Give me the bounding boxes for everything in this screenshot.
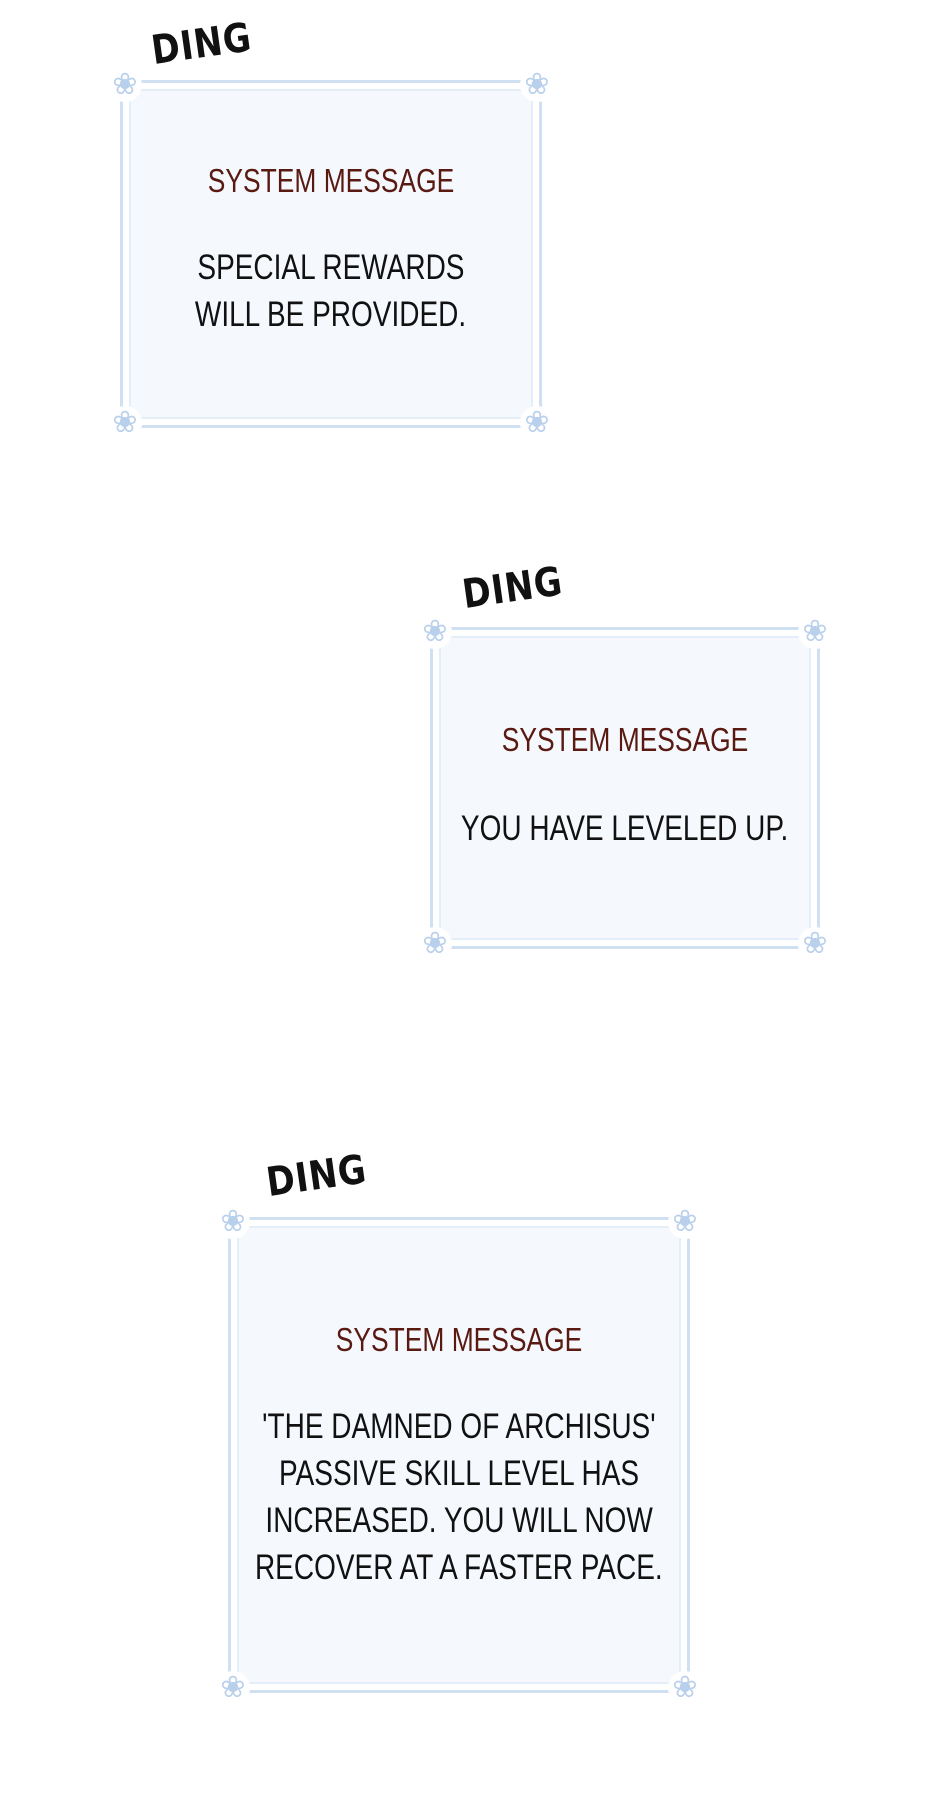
message-line: INCREASED. YOU WILL NOW [265, 1501, 653, 1540]
ornament-icon: ❀ [216, 1671, 250, 1705]
message-line: WILL BE PROVIDED. [195, 295, 467, 334]
ornament-icon: ❀ [520, 68, 554, 102]
message-title: SYSTEM MESSAGE [207, 162, 455, 199]
ornament-icon: ❀ [520, 406, 554, 440]
ornament-icon: ❀ [108, 406, 142, 440]
message-title: SYSTEM MESSAGE [335, 1321, 583, 1358]
ornament-icon: ❀ [216, 1205, 250, 1239]
message-line: YOU HAVE LEVELED UP. [461, 809, 789, 848]
message-line: 'THE DAMNED OF ARCHISUS' [262, 1407, 656, 1446]
ornament-icon: ❀ [668, 1671, 702, 1705]
system-message-box-2: ❀ ❀ ❀ ❀ SYSTEM MESSAGE YOU HAVE LEVELED UP. [418, 615, 832, 961]
message-frame [120, 80, 542, 428]
ding-sfx-2: DING [459, 558, 566, 618]
ding-sfx-3: DING [263, 1146, 370, 1206]
ornament-icon: ❀ [798, 927, 832, 961]
message-line: SPECIAL REWARDS [197, 248, 465, 287]
message-line: RECOVER AT A FASTER PACE. [255, 1548, 663, 1587]
message-frame [228, 1217, 690, 1693]
message-title: SYSTEM MESSAGE [501, 721, 749, 758]
ornament-icon: ❀ [668, 1205, 702, 1239]
system-message-box-3: ❀ ❀ ❀ ❀ SYSTEM MESSAGE 'THE DAMNED OF ARCHI… [216, 1205, 702, 1705]
message-frame [430, 627, 820, 949]
ornament-icon: ❀ [798, 615, 832, 649]
ding-sfx-1: DING [148, 14, 255, 74]
system-message-box-1: ❀ ❀ ❀ ❀ SYSTEM MESSAGE SPECIAL REWARDS WILL… [108, 68, 554, 440]
ornament-icon: ❀ [418, 927, 452, 961]
ornament-icon: ❀ [108, 68, 142, 102]
ornament-icon: ❀ [418, 615, 452, 649]
message-line: PASSIVE SKILL LEVEL HAS [278, 1454, 640, 1493]
